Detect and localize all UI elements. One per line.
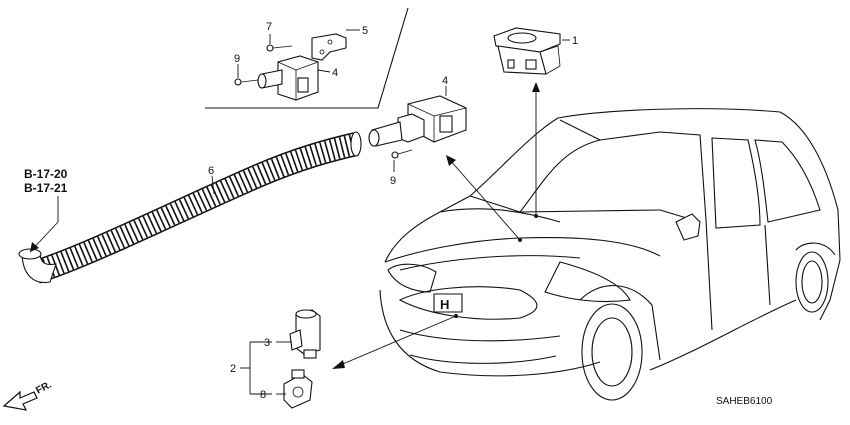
front-direction-label: FR. (34, 379, 54, 396)
actuator-part (257, 55, 319, 101)
callout-4-main: 4 (442, 75, 448, 87)
callout-leaders (29, 29, 570, 395)
callout-8: 8 (260, 389, 266, 401)
screw-part (391, 149, 413, 159)
drain-hose (18, 131, 362, 284)
screw-part (266, 44, 293, 52)
screw-part (234, 78, 259, 86)
callout-1: 1 (572, 35, 578, 47)
diagram-code: SAHEB6100 (716, 396, 773, 407)
callout-3: 3 (264, 337, 270, 349)
inset-frame (205, 7, 409, 109)
switch-part (493, 27, 561, 75)
callout-4-inset: 4 (332, 67, 338, 79)
actuator-part (368, 95, 467, 147)
locator-arrows (332, 82, 540, 369)
callout-9-inset: 9 (234, 53, 240, 65)
grommet-part (283, 369, 313, 409)
callout-2: 2 (230, 363, 236, 375)
callout-7: 7 (266, 21, 272, 33)
bracket-part (311, 33, 347, 61)
callout-6: 6 (208, 165, 214, 177)
connector-part (289, 309, 321, 359)
vehicle-outline: H (379, 108, 841, 401)
reference-label: B-17-20 (24, 167, 68, 181)
reference-label: B-17-21 (24, 181, 68, 195)
callout-5: 5 (362, 25, 368, 37)
emblem-glyph: H (440, 297, 449, 312)
callout-9-main: 9 (390, 175, 396, 187)
front-direction-arrow: FR. (2, 379, 54, 411)
